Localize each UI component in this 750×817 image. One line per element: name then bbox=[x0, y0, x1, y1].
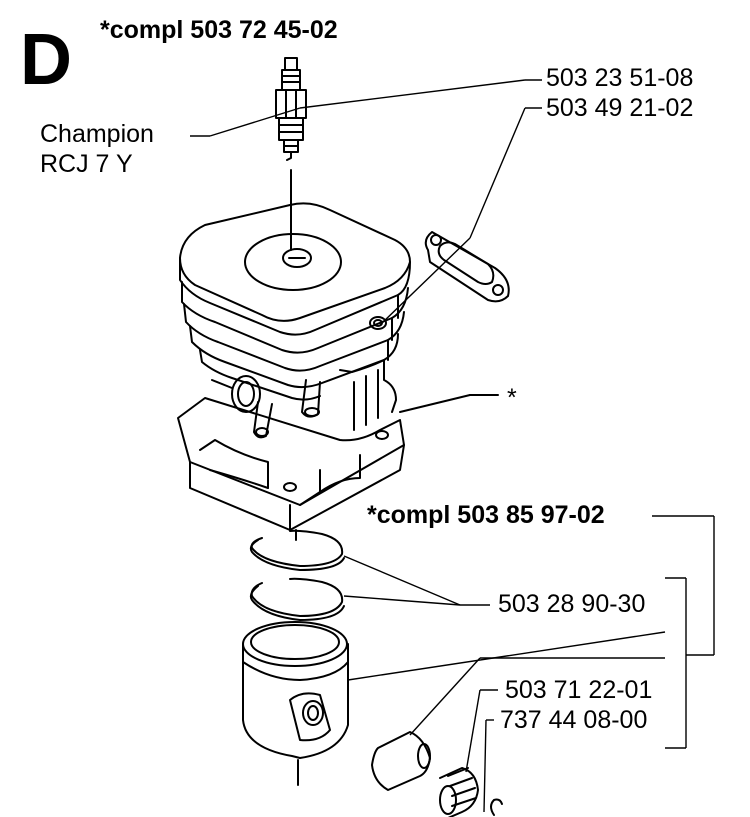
needle-bearing-drawing bbox=[439, 767, 479, 817]
cylinder-drawing bbox=[177, 202, 499, 531]
piston-pin-drawing bbox=[371, 731, 431, 791]
spark-plug-drawing bbox=[275, 57, 307, 251]
piston-rings-drawing bbox=[249, 529, 345, 621]
callout-lines bbox=[190, 79, 715, 813]
piston-assembly-label[interactable]: *compl 503 85 97-02 bbox=[367, 501, 605, 529]
part-number-cylinder[interactable]: * bbox=[507, 384, 517, 412]
cylinder-assembly-label[interactable]: *compl 503 72 45-02 bbox=[100, 16, 338, 44]
section-letter: D bbox=[20, 20, 72, 100]
spark-plug-brand: Champion bbox=[40, 120, 154, 148]
part-number-circlip[interactable]: 737 44 08-00 bbox=[500, 706, 648, 734]
piston-drawing bbox=[242, 621, 349, 786]
exhaust-gasket-drawing bbox=[424, 231, 510, 303]
part-number-needle-bearing[interactable]: 503 71 22-01 bbox=[505, 676, 653, 704]
spark-plug-model: RCJ 7 Y bbox=[40, 150, 133, 178]
circlip-drawing bbox=[490, 798, 503, 816]
part-number-gasket[interactable]: 503 49 21-02 bbox=[546, 94, 694, 122]
part-number-piston-rings[interactable]: 503 28 90-30 bbox=[498, 590, 646, 618]
part-number-spark-plug[interactable]: 503 23 51-08 bbox=[546, 64, 694, 92]
